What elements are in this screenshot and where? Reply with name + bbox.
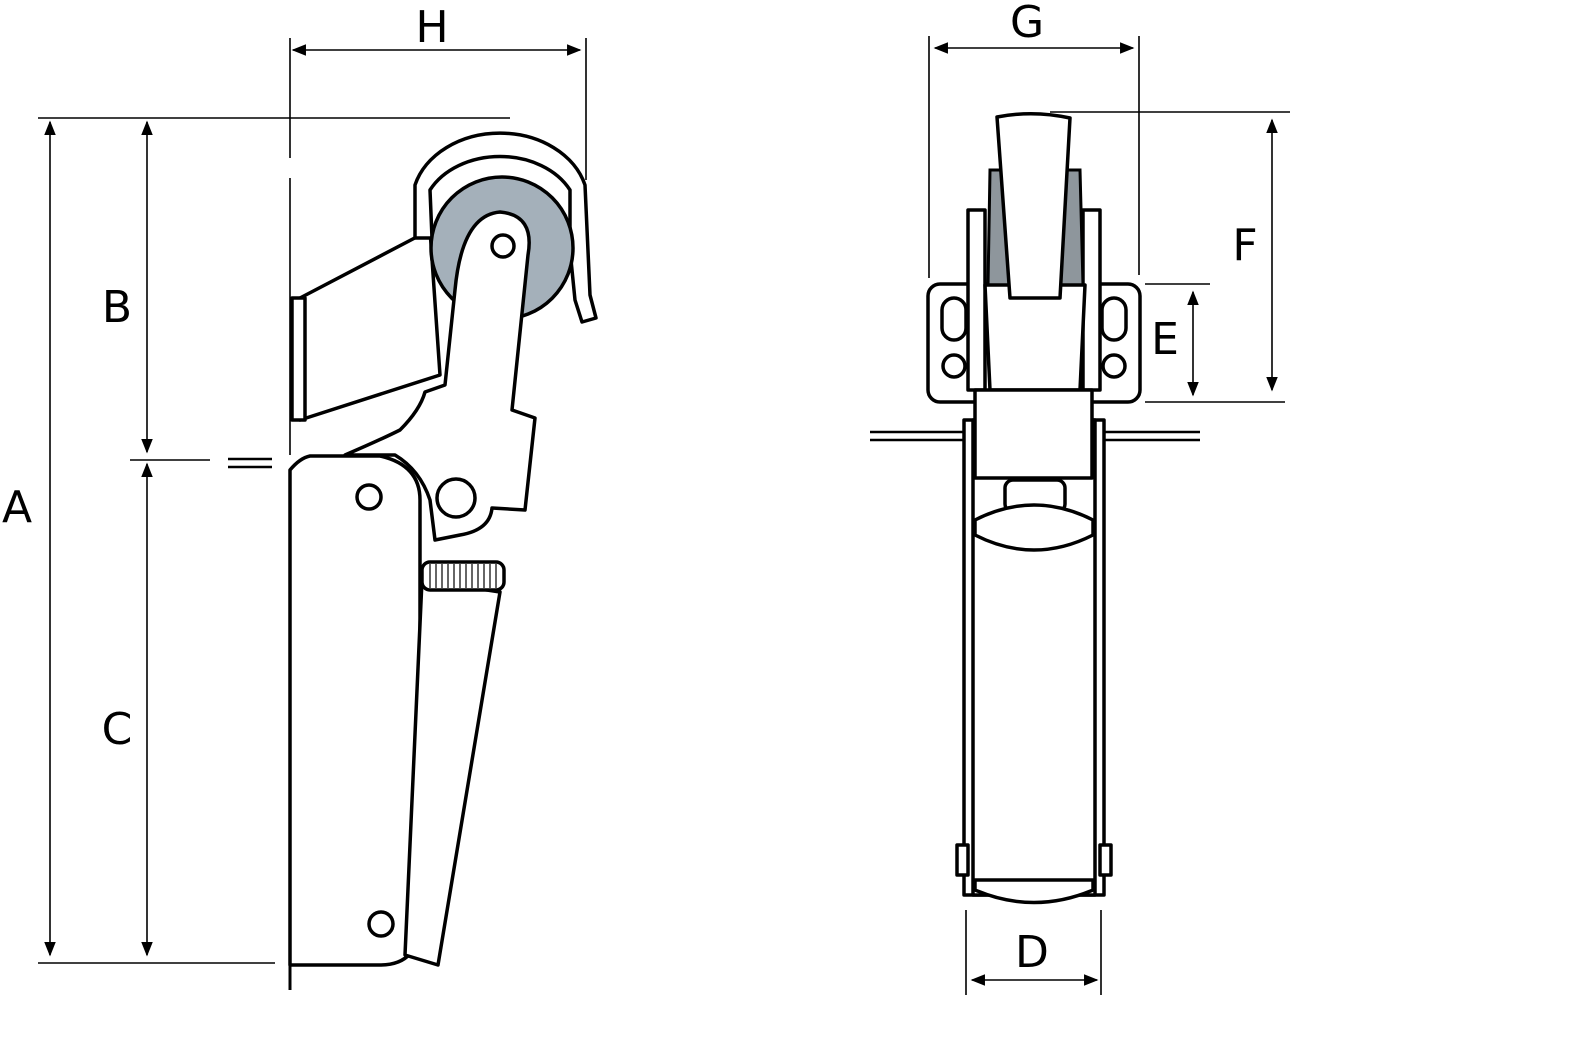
arm-front — [983, 283, 1087, 392]
mount-hole-top — [355, 483, 383, 511]
arm-pivot-hole — [435, 477, 477, 519]
plate-edge — [290, 296, 307, 422]
dimension-labels: H A B C G F E D — [2, 0, 1258, 978]
label-b: B — [102, 282, 132, 333]
label-a: A — [2, 482, 32, 533]
roller-front — [995, 111, 1072, 300]
closer-body — [288, 454, 422, 967]
label-e: E — [1151, 314, 1179, 365]
adjust-ring — [973, 503, 1095, 552]
knurling — [429, 564, 497, 588]
hole-left — [941, 353, 967, 379]
dimension-lines — [38, 36, 1290, 995]
hole-right — [1101, 353, 1127, 379]
mount-hole-bottom — [367, 910, 395, 938]
cylinder — [403, 578, 502, 967]
label-c: C — [102, 704, 133, 755]
mounting-plate — [298, 228, 442, 422]
sleeve — [973, 388, 1094, 480]
pivot-hole — [490, 233, 516, 259]
slot-left — [940, 296, 968, 342]
side-view — [228, 131, 598, 990]
adjust-knob — [420, 560, 506, 592]
label-d: D — [1015, 927, 1049, 978]
label-h: H — [415, 2, 448, 53]
label-f: F — [1232, 220, 1257, 271]
closer-arm — [343, 210, 537, 542]
slot-right — [1100, 296, 1128, 342]
roller-hood — [413, 131, 598, 324]
front-view — [870, 111, 1200, 905]
label-g: G — [1010, 0, 1044, 48]
